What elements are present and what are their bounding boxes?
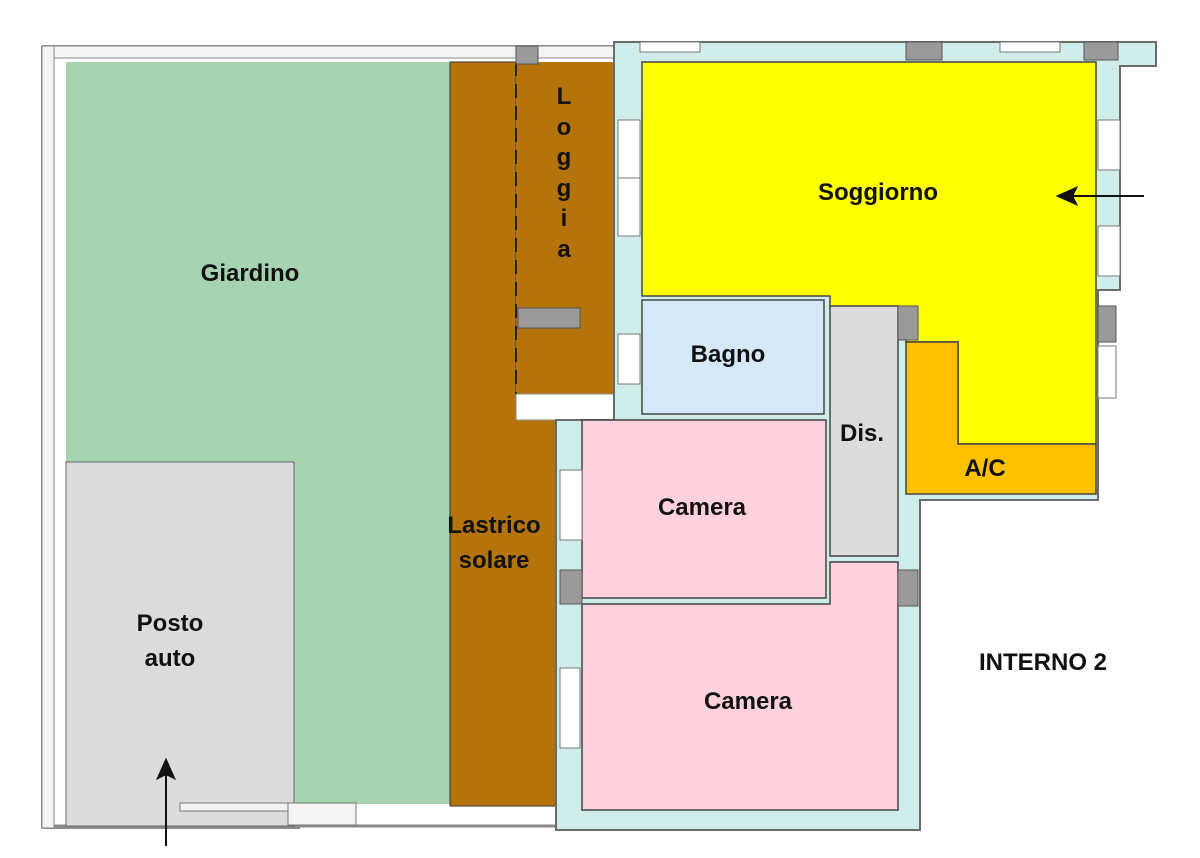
loggia-column-top — [515, 45, 539, 65]
disimpegno-label: Dis. — [839, 420, 884, 447]
camera-1-area — [581, 419, 827, 599]
loggia-threshold — [515, 393, 617, 421]
camera-1-label: Camera — [657, 494, 747, 521]
unit-label: INTERNO 2 — [978, 649, 1107, 676]
loggia-letter: o — [556, 113, 572, 141]
giardino-label: Giardino — [200, 260, 300, 287]
disimpegno-area — [829, 305, 899, 557]
bagno-label: Bagno — [690, 341, 766, 368]
ac-area — [905, 341, 1097, 495]
loggia-letter: L — [556, 83, 572, 110]
posto-auto-area — [65, 461, 295, 827]
posto-auto-label: Posto auto — [136, 610, 204, 672]
window-marks — [559, 41, 1119, 607]
loggia-letter: g — [556, 174, 572, 202]
loggia-letter: g — [556, 144, 572, 171]
loggia-label: L o g g i a — [549, 82, 579, 265]
bagno-area — [641, 299, 825, 415]
window-frames — [559, 41, 1121, 749]
loggia-step — [517, 307, 581, 329]
entrance-arrow-bottom — [155, 757, 177, 846]
gate-post — [287, 802, 357, 826]
lastrico-solare-label: Lastrico solare — [447, 512, 541, 574]
soggiorno-label: Soggiorno — [818, 179, 938, 206]
entrance-arrow-right — [1055, 185, 1144, 207]
dis-column — [897, 305, 919, 341]
gate — [179, 802, 291, 812]
loggia-letter: i — [560, 205, 568, 232]
loggia-area — [516, 62, 614, 394]
camera-2-area — [581, 561, 899, 811]
wall-left-hatch — [41, 45, 55, 829]
loggia-letter: a — [557, 235, 571, 263]
camera-2-label: Camera — [703, 688, 793, 715]
ac-label: A/C — [964, 455, 1006, 482]
